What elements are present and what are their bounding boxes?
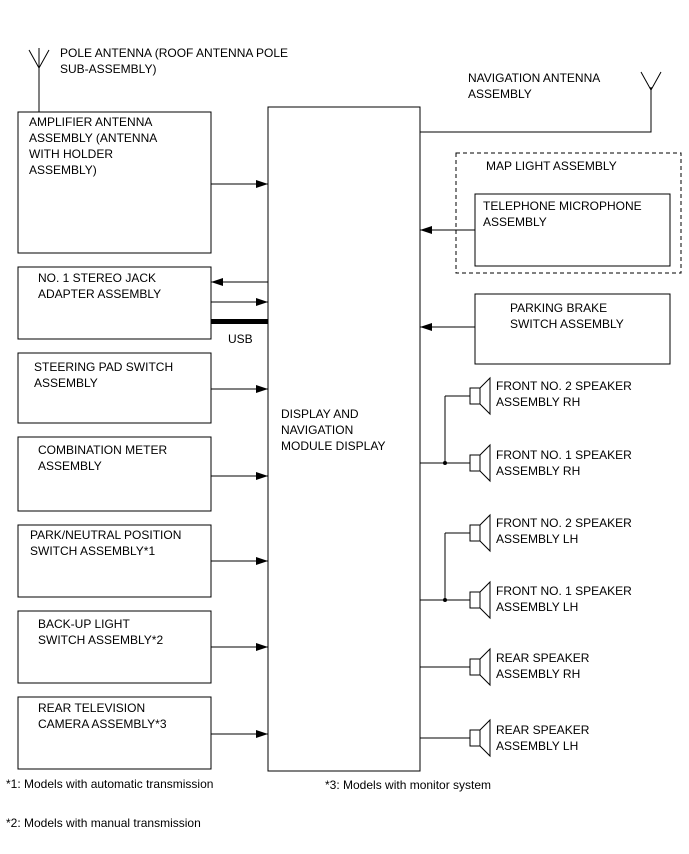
display-module-label: DISPLAY AND NAVIGATION MODULE DISPLAY	[281, 407, 386, 453]
display-module-box	[267, 106, 421, 772]
usb-label: USB	[228, 332, 253, 346]
steering-pad-box	[17, 352, 212, 424]
parking-brake-label: PARKING BRAKE SWITCH ASSEMBLY	[510, 301, 624, 331]
speaker-icon	[469, 376, 491, 416]
rear-rh-label: REAR SPEAKER ASSEMBLY RH	[496, 651, 590, 681]
stereo-jack-box	[17, 266, 212, 340]
front-no2-rh-label: FRONT NO. 2 SPEAKER ASSEMBLY RH	[496, 379, 632, 409]
front-lh-wire	[420, 532, 470, 601]
map-light-label: MAP LIGHT ASSEMBLY	[486, 159, 617, 173]
footnote-2: *2: Models with manual transmission	[6, 816, 201, 830]
footnote-3: *3: Models with monitor system	[325, 778, 492, 792]
front-no2-lh-label: FRONT NO. 2 SPEAKER ASSEMBLY LH	[496, 516, 632, 546]
navigation-antenna-icon	[420, 71, 662, 133]
rear-tv-camera-box	[17, 696, 212, 770]
nav-antenna-label: NAVIGATION ANTENNA ASSEMBLY	[468, 71, 601, 101]
combination-meter-label: COMBINATION METER ASSEMBLY	[38, 443, 168, 473]
usb-bar	[211, 319, 268, 324]
telephone-mic-label: TELEPHONE MICROPHONE ASSEMBLY	[483, 199, 642, 229]
amplifier-antenna-box	[17, 111, 212, 254]
combination-meter-box	[17, 436, 212, 512]
parking-brake-box	[474, 293, 671, 365]
amplifier-antenna-label: AMPLIFIER ANTENNA ASSEMBLY (ANTENNA WITH…	[29, 115, 158, 177]
map-light-box	[455, 152, 682, 274]
backup-light-label: BACK-UP LIGHT SWITCH ASSEMBLY*2	[38, 617, 164, 647]
rear-lh-label: REAR SPEAKER ASSEMBLY LH	[496, 723, 590, 753]
front-rh-wire	[420, 395, 470, 464]
speaker-icon	[469, 580, 491, 620]
front-no1-rh-label: FRONT NO. 1 SPEAKER ASSEMBLY RH	[496, 448, 632, 478]
speaker-icon	[469, 513, 491, 553]
rear-tv-camera-label: REAR TELEVISION CAMERA ASSEMBLY*3	[38, 701, 167, 731]
park-neutral-label: PARK/NEUTRAL POSITION SWITCH ASSEMBLY*1	[30, 528, 182, 558]
front-no1-lh-label: FRONT NO. 1 SPEAKER ASSEMBLY LH	[496, 584, 632, 614]
junction-dot	[443, 598, 447, 602]
speaker-icon	[469, 718, 491, 758]
speaker-icon	[469, 443, 491, 483]
steering-pad-label: STEERING PAD SWITCH ASSEMBLY	[34, 360, 174, 390]
pole-antenna-label: POLE ANTENNA (ROOF ANTENNA POLE SUB-ASSE…	[60, 46, 289, 76]
junction-dot	[443, 461, 447, 465]
speaker-icon	[469, 647, 491, 687]
stereo-jack-label: NO. 1 STEREO JACK ADAPTER ASSEMBLY	[38, 271, 162, 301]
footnote-1: *1: Models with automatic transmission	[6, 777, 214, 791]
pole-antenna-icon	[28, 48, 50, 112]
